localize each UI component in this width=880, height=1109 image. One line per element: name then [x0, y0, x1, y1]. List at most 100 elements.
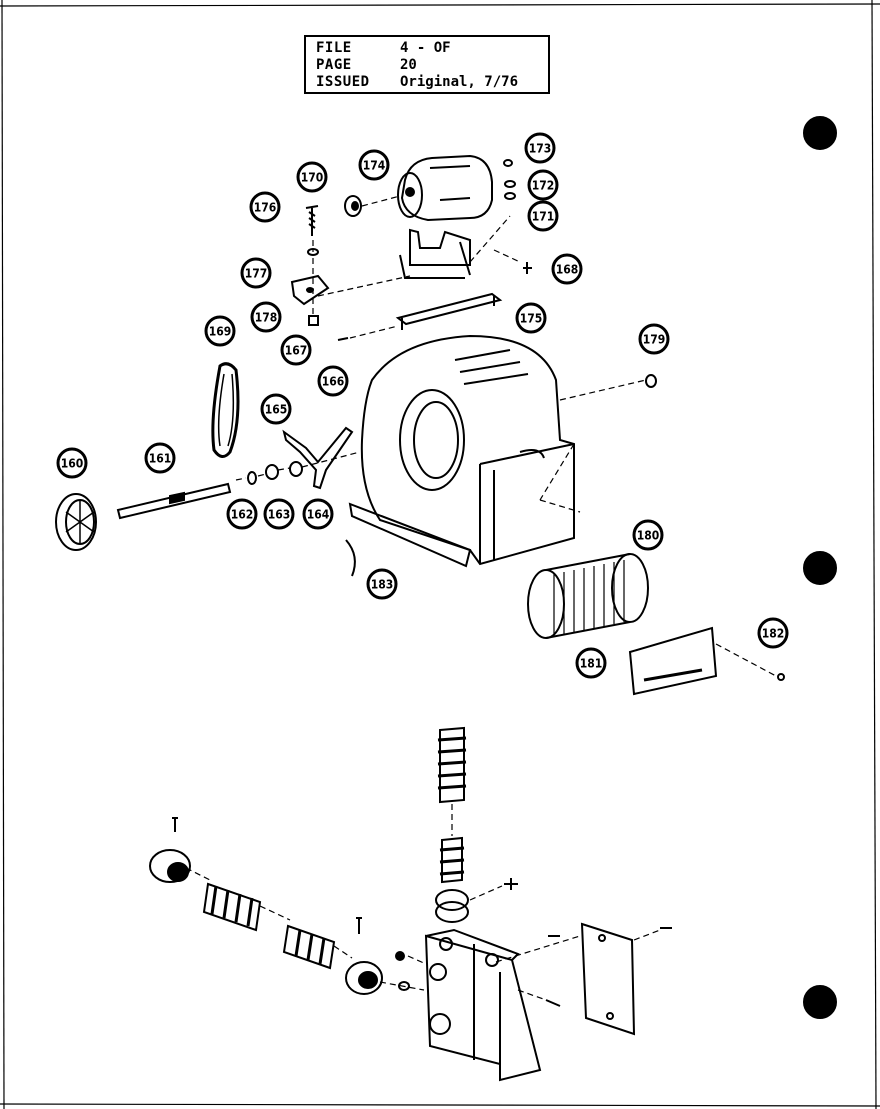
callout-label: 175 — [520, 312, 543, 326]
callout-label: 183 — [371, 578, 394, 592]
callout-label: 164 — [307, 508, 330, 522]
callout-circle — [260, 393, 292, 425]
callout-label: 167 — [285, 344, 308, 358]
callout-label: 162 — [231, 508, 254, 522]
blower-shaft-part — [116, 482, 232, 520]
callout-166: 166 — [317, 365, 349, 397]
motor-washers — [503, 159, 516, 200]
callout-label: 174 — [363, 159, 386, 173]
callout-circle — [317, 365, 349, 397]
shaft-collar-162 — [247, 471, 257, 485]
callout-label: 165 — [265, 403, 288, 417]
cutoff-plate-part — [628, 626, 718, 696]
callout-circle — [575, 647, 607, 679]
callout-circle — [56, 447, 88, 479]
callout-circle — [515, 302, 547, 334]
callout-label: 179 — [643, 333, 666, 347]
callout-circle — [632, 519, 664, 551]
issued-label: ISSUED — [316, 74, 370, 90]
callout-circle — [358, 149, 390, 181]
bearing-bracket-part — [282, 426, 354, 490]
file-value: 4 - OF — [400, 40, 451, 56]
callout-circle — [249, 191, 281, 223]
callout-162: 162 — [226, 498, 258, 530]
callout-circle — [524, 132, 556, 164]
callout-circle — [527, 200, 559, 232]
callout-182: 182 — [757, 617, 789, 649]
callout-176: 176 — [249, 191, 281, 223]
callout-label: 176 — [254, 201, 277, 215]
binder-hole-bottom — [803, 985, 837, 1019]
file-label: FILE — [316, 40, 352, 56]
screw-167 — [337, 337, 349, 341]
callout-circle — [226, 498, 258, 530]
screw-182 — [777, 673, 785, 681]
callout-label: 181 — [580, 657, 603, 671]
callout-circle — [204, 315, 236, 347]
callout-label: 170 — [301, 171, 324, 185]
callout-174: 174 — [358, 149, 390, 181]
motor-pulley-part — [344, 195, 362, 217]
callout-179: 179 — [638, 323, 670, 355]
callout-circle — [551, 253, 583, 285]
callout-circle — [296, 161, 328, 193]
issued-value: Original, 7/76 — [400, 74, 519, 90]
callout-circle — [250, 301, 282, 333]
callout-circle — [302, 498, 334, 530]
page-label: PAGE — [316, 57, 352, 73]
callout-label: 163 — [268, 508, 291, 522]
valve-leader-lines — [185, 804, 661, 1001]
callout-161: 161 — [144, 442, 176, 474]
callout-labels: 174 170 173 172 171 176 177 168 178 175 167 169 166 1… — [56, 132, 789, 679]
mount-bracket-part — [290, 274, 330, 306]
page-value: 20 — [400, 57, 417, 73]
binder-hole-top — [803, 116, 837, 150]
callout-circle — [280, 334, 312, 366]
callout-168: 168 — [551, 253, 583, 285]
callout-177: 177 — [240, 257, 272, 289]
callout-172: 172 — [527, 169, 559, 201]
binder-hole-middle — [803, 551, 837, 585]
callout-165: 165 — [260, 393, 292, 425]
motor-rail-part — [395, 292, 503, 330]
callout-label: 182 — [762, 627, 785, 641]
screw-168 — [523, 262, 532, 274]
shaft-collar-163 — [265, 464, 279, 480]
callout-181: 181 — [575, 647, 607, 679]
callout-173: 173 — [524, 132, 556, 164]
callout-164: 164 — [302, 498, 334, 530]
motor-part — [397, 154, 493, 222]
callout-label: 166 — [322, 375, 345, 389]
callout-178: 178 — [250, 301, 282, 333]
callout-label: 169 — [209, 325, 232, 339]
callout-circle — [366, 568, 398, 600]
mount-screw-part — [305, 205, 319, 256]
callout-label: 173 — [529, 142, 552, 156]
grommet-part — [308, 315, 319, 326]
blower-pulley-part — [55, 493, 97, 551]
callout-label: 171 — [532, 210, 555, 224]
callout-171: 171 — [527, 200, 559, 232]
callout-163: 163 — [263, 498, 295, 530]
callout-label: 168 — [556, 263, 579, 277]
callout-circle — [144, 442, 176, 474]
callout-175: 175 — [515, 302, 547, 334]
callout-160: 160 — [56, 447, 88, 479]
drive-belt-part — [211, 362, 240, 458]
motor-mount-bracket — [399, 228, 471, 279]
callout-circle — [757, 617, 789, 649]
file-info-box: FILE 4 - OF PAGE 20 ISSUED Original, 7/7… — [304, 35, 550, 94]
callout-circle — [240, 257, 272, 289]
assembly-leader-lines — [235, 195, 777, 677]
callout-label: 172 — [532, 179, 555, 193]
callout-circle — [527, 169, 559, 201]
callout-180: 180 — [632, 519, 664, 551]
callout-label: 177 — [245, 267, 268, 281]
valve-assembly-part — [149, 726, 672, 1082]
callout-label: 180 — [637, 529, 660, 543]
callout-label: 178 — [255, 311, 278, 325]
callout-label: 161 — [149, 452, 172, 466]
washer-179 — [645, 374, 657, 388]
